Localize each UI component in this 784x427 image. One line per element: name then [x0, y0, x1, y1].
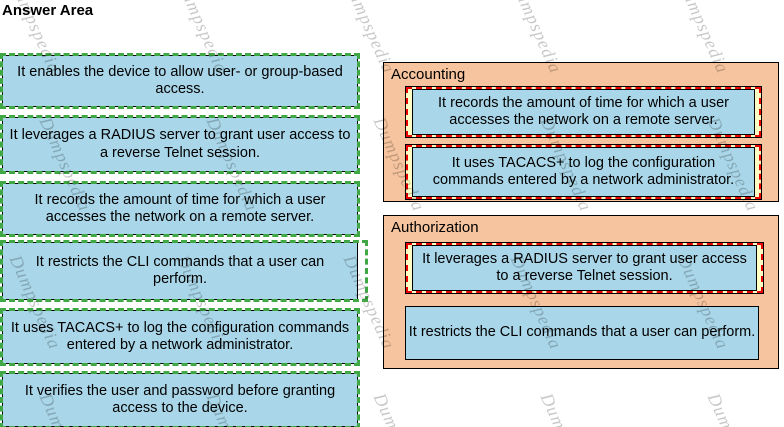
drop-slot-accounting-2[interactable]: It uses TACACS+ to log the configuration… [405, 144, 762, 200]
drag-tile-4-text: It restricts the CLI commands that a use… [35, 253, 325, 287]
dropped-tile-authorization-1[interactable]: It leverages a RADIUS server to grant us… [412, 245, 757, 291]
drop-slot-authorization-1[interactable]: It leverages a RADIUS server to grant us… [405, 242, 764, 294]
dropped-tile-accounting-1-text: It records the amount of time for which … [438, 94, 729, 128]
drag-tile-4[interactable]: It restricts the CLI commands that a use… [0, 240, 368, 302]
drop-slot-accounting-1[interactable]: It records the amount of time for which … [405, 86, 762, 138]
category-panel-accounting: Accounting It records the amount of time… [383, 62, 779, 202]
dropped-tile-authorization-2-text: It restricts the CLI commands that a use… [408, 324, 756, 341]
drag-tile-5-text: It uses TACACS+ to log the configuration… [10, 319, 350, 353]
dropped-tile-authorization-1-text: It leverages a RADIUS server to grant us… [422, 250, 747, 284]
drag-tile-2[interactable]: It leverages a RADIUS server to grant us… [0, 115, 360, 174]
page-title: Answer Area [2, 2, 94, 19]
category-label-accounting: Accounting [391, 66, 466, 83]
dropped-tile-accounting-1[interactable]: It records the amount of time for which … [412, 89, 755, 135]
dropped-tile-accounting-2-text: It uses TACACS+ to log the configuration… [432, 154, 735, 188]
drag-tile-6-text: It verifies the user and password before… [24, 382, 336, 416]
category-label-authorization: Authorization [391, 219, 479, 236]
category-panel-authorization: Authorization It leverages a RADIUS serv… [383, 215, 779, 369]
drag-tile-1-text: It enables the device to allow user- or … [17, 63, 343, 97]
watermark-text: Dumpspedia [703, 390, 763, 427]
drag-tile-3-text: It records the amount of time for which … [34, 191, 326, 225]
dropped-tile-accounting-2[interactable]: It uses TACACS+ to log the configuration… [412, 147, 755, 197]
drag-tile-3[interactable]: It records the amount of time for which … [0, 181, 360, 237]
watermark-text: Dumpspedia [369, 390, 429, 427]
drag-tile-5[interactable]: It uses TACACS+ to log the configuration… [0, 308, 360, 366]
drag-tile-6[interactable]: It verifies the user and password before… [0, 371, 360, 427]
drag-tile-2-text: It leverages a RADIUS server to grant us… [9, 127, 351, 161]
drop-slot-authorization-2[interactable]: It restricts the CLI commands that a use… [405, 306, 759, 360]
dropped-tile-authorization-2[interactable]: It restricts the CLI commands that a use… [406, 307, 758, 359]
drag-tile-1[interactable]: It enables the device to allow user- or … [0, 53, 360, 109]
watermark-text: Dumpspedia [536, 390, 596, 427]
